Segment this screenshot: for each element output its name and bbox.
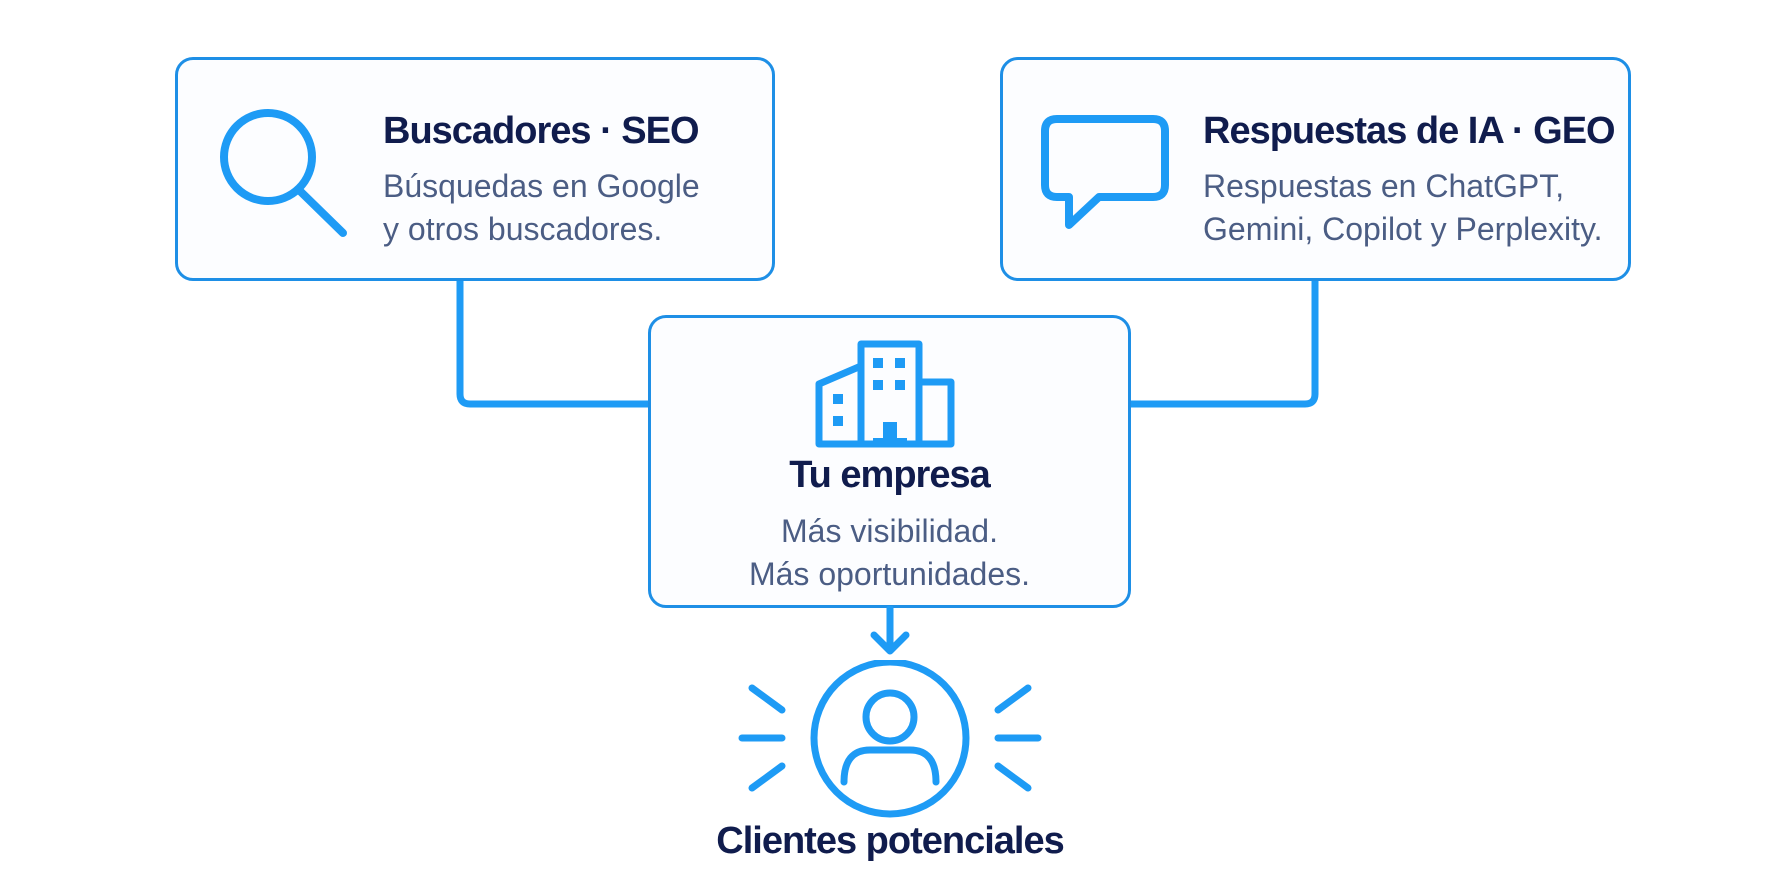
ray-left-bottom: [748, 762, 786, 792]
seo-description: Búsquedas en Google y otros buscadores.: [383, 165, 700, 251]
geo-card: Respuestas de IA · GEO Respuestas en Cha…: [1000, 57, 1631, 281]
geo-description: Respuestas en ChatGPT, Gemini, Copilot y…: [1203, 165, 1603, 251]
company-description-line-2: Más oportunidades.: [748, 556, 1031, 592]
ray-left-top: [748, 684, 786, 714]
chat-bubble-icon: [1041, 115, 1171, 235]
seo-description-line-2: y otros buscadores.: [383, 211, 663, 247]
company-description-line-1: Más visibilidad.: [781, 513, 998, 549]
seo-card: Buscadores · SEO Búsquedas en Google y o…: [175, 57, 775, 281]
clients-label: Clientes potenciales: [716, 820, 1064, 862]
geo-title: Respuestas de IA · GEO: [1203, 110, 1616, 152]
connector-geo-to-company: [1127, 277, 1319, 408]
ray-right-bottom: [994, 762, 1032, 792]
company-title: Tu empresa: [789, 454, 990, 496]
seo-title: Buscadores · SEO: [383, 110, 700, 152]
company-card: Tu empresa Más visibilidad. Más oportuni…: [648, 315, 1131, 608]
arrow-down-icon: [865, 604, 915, 663]
geo-description-line-1: Respuestas en ChatGPT,: [1203, 168, 1565, 204]
geo-description-line-2: Gemini, Copilot y Perplexity.: [1203, 211, 1603, 247]
ray-right-top: [994, 684, 1032, 714]
search-icon: [216, 105, 356, 245]
user-circle-icon: [730, 658, 1050, 825]
company-description: Más visibilidad. Más oportunidades.: [651, 510, 1128, 596]
building-icon: [815, 340, 955, 448]
connector-seo-to-company: [456, 277, 652, 408]
seo-description-line-1: Búsquedas en Google: [383, 168, 700, 204]
